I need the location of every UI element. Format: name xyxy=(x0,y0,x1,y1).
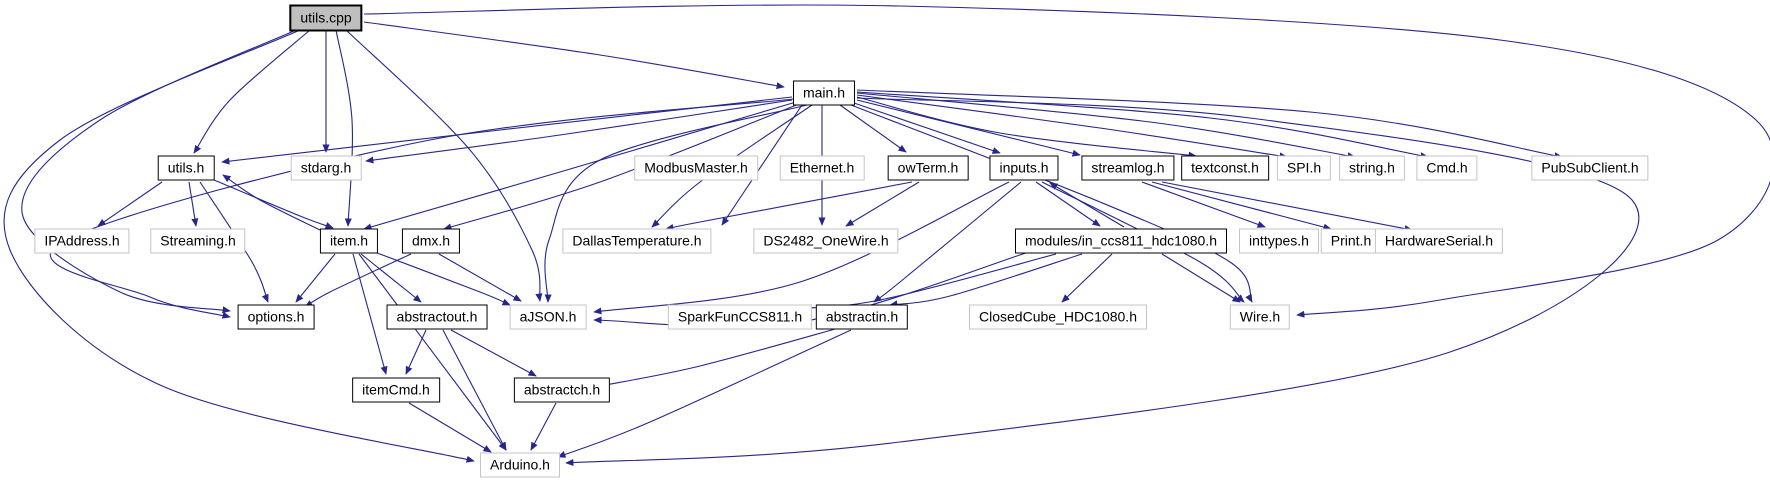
edge-item-h-to-itemCmd-h xyxy=(352,253,388,375)
edge-item-h-to-utils-h xyxy=(222,174,323,232)
node-ipaddress-h[interactable]: IPAddress.h xyxy=(34,228,130,254)
node-main-h[interactable]: main.h xyxy=(792,80,856,106)
edge-owTerm-h-to-DS2482-OneWire-h xyxy=(845,181,920,227)
edge-utils-h-to-item-h xyxy=(213,179,334,229)
edge-modules-in-ccs811-hdc1080-h-to-abstractin-h xyxy=(889,253,1083,308)
edge-modules-in-ccs811-hdc1080-h-to-ClosedCube-HDC1080-h xyxy=(1061,253,1113,303)
node-item-h[interactable]: item.h xyxy=(319,228,379,254)
node-wire-h[interactable]: Wire.h xyxy=(1229,304,1291,330)
edge-item-h-to-options-h xyxy=(295,253,336,303)
edge-abstractout-h-to-Arduino-h xyxy=(442,329,507,451)
edge-abstractout-h-to-itemCmd-h xyxy=(405,329,427,375)
node-dmx-h[interactable]: dmx.h xyxy=(401,228,461,254)
node-itemcmd-h[interactable]: itemCmd.h xyxy=(352,377,440,403)
edge-utils-cpp-to-item-h xyxy=(335,29,353,227)
edge-main-h-to-dmx-h xyxy=(443,103,800,231)
edge-main-h-to-PubSubClient-h xyxy=(856,89,1563,160)
edge-abstractin-h-to-Arduino-h xyxy=(557,329,852,458)
node-spi-h[interactable]: SPI.h xyxy=(1276,155,1332,181)
edge-utils-cpp-to-main-h xyxy=(363,21,785,90)
edge-main-h-to-item-h xyxy=(363,101,797,231)
node-cmd-h[interactable]: Cmd.h xyxy=(1416,155,1478,181)
edge-utils-h-to-Streaming-h xyxy=(188,181,199,227)
edge-utils-cpp-to-utils-h xyxy=(193,29,311,154)
edge-modules-in-ccs811-hdc1080-h-to-inputs-h xyxy=(1049,182,1125,228)
edge-main-h-to-stdarg-h xyxy=(365,99,793,164)
edge-streamlog-h-to-Print-h xyxy=(1151,181,1332,231)
node-inttypes-h[interactable]: inttypes.h xyxy=(1239,228,1319,254)
edge-inputs-h-to-abstractin-h xyxy=(873,181,1022,303)
node-dallastemperature-h[interactable]: DallasTemperature.h xyxy=(562,228,712,254)
edge-main-h-to-options-h xyxy=(50,98,795,319)
edge-streamlog-h-to-inttypes-h xyxy=(1141,181,1266,228)
node-abstractout-h[interactable]: abstractout.h xyxy=(386,304,488,330)
node-arduino-h[interactable]: Arduino.h xyxy=(480,452,560,478)
edge-utils-cpp-to-Arduino-h xyxy=(3,29,475,463)
edge-abstractout-h-to-abstractch-h xyxy=(450,329,537,377)
edge-dmx-h-to-options-h xyxy=(304,253,412,308)
edge-modules-in-ccs811-hdc1080-h-to-SparkFunCCS811-h xyxy=(783,253,1057,312)
edge-itemCmd-h-to-Arduino-h xyxy=(408,402,492,453)
node-ajson-h[interactable]: aJSON.h xyxy=(509,304,587,330)
node-utils-cpp: utils.cpp xyxy=(289,4,363,32)
node-inputs-h[interactable]: inputs.h xyxy=(989,155,1059,181)
edge-main-h-to-Cmd-h xyxy=(856,91,1429,160)
edge-utils-cpp-to-Wire-h xyxy=(363,4,1770,318)
edge-main-h-to-streamlog-h xyxy=(856,99,1081,157)
edge-abstractin-h-to-abstractch-h xyxy=(599,325,847,388)
edge-item-h-to-abstractout-h xyxy=(360,253,422,303)
node-print-h[interactable]: Print.h xyxy=(1320,228,1382,254)
edge-inputs-h-to-modules-in-ccs811-hdc1080-h xyxy=(1035,181,1101,227)
edge-main-h-to-inputs-h xyxy=(853,102,1001,154)
edge-inputs-h-to-aJSON-h xyxy=(593,181,1010,315)
edge-main-h-to-Arduino-h xyxy=(565,97,1640,467)
node-ethernet-h[interactable]: Ethernet.h xyxy=(779,155,865,181)
node-sparkfunccs811-h[interactable]: SparkFunCCS811.h xyxy=(667,304,813,330)
edge-item-h-to-aJSON-h xyxy=(371,250,511,306)
node-stdarg-h[interactable]: stdarg.h xyxy=(290,155,362,181)
node-pubsubclient-h[interactable]: PubSubClient.h xyxy=(1531,155,1649,181)
edge-main-h-to-owTerm-h xyxy=(839,104,907,153)
node-abstractch-h[interactable]: abstractch.h xyxy=(513,377,611,403)
edge-main-h-to-ModbusMaster-h xyxy=(721,104,803,226)
edge-streamlog-h-to-HardwareSerial-h xyxy=(1161,181,1413,233)
edge-main-h-to-Wire-h xyxy=(850,104,1253,303)
node-hardwareserial-h[interactable]: HardwareSerial.h xyxy=(1374,228,1504,254)
node-ds2482-onewire-h[interactable]: DS2482_OneWire.h xyxy=(753,228,899,254)
node-string-h[interactable]: string.h xyxy=(1339,155,1405,181)
node-modbusmaster-h[interactable]: ModbusMaster.h xyxy=(634,155,758,181)
edge-dmx-h-to-aJSON-h xyxy=(438,253,522,302)
edge-main-h-to-string-h xyxy=(856,92,1356,160)
edge-main-h-to-aJSON-h xyxy=(544,104,808,303)
edge-owTerm-h-to-DallasTemperature-h xyxy=(665,181,913,231)
node-streaming-h[interactable]: Streaming.h xyxy=(150,228,246,254)
edge-main-h-to-SPI-h xyxy=(856,94,1288,160)
edge-abstractch-h-to-Arduino-h xyxy=(530,402,557,451)
edge-utils-h-to-IPAddress-h xyxy=(97,181,163,227)
node-abstractin-h[interactable]: abstractin.h xyxy=(815,304,909,330)
edge-main-h-to-textconst-h xyxy=(856,96,1197,159)
node-owterm-h[interactable]: owTerm.h xyxy=(887,155,969,181)
edge-modules-in-ccs811-hdc1080-h-to-Wire-h xyxy=(1161,253,1241,303)
edge-utils-cpp-to-aJSON-h xyxy=(345,29,543,302)
node-closedcube-hdc1080-h[interactable]: ClosedCube_HDC1080.h xyxy=(969,304,1147,330)
node-options-h[interactable]: options.h xyxy=(237,304,315,330)
node-modules-in-ccs811-hdc1080-h[interactable]: modules/in_ccs811_hdc1080.h xyxy=(1015,228,1227,254)
node-streamlog-h[interactable]: streamlog.h xyxy=(1081,155,1175,181)
edge-modules-in-ccs811-hdc1080-h-to-aJSON-h xyxy=(593,250,1033,328)
node-textconst-h[interactable]: textconst.h xyxy=(1181,155,1269,181)
node-utils-h[interactable]: utils.h xyxy=(157,155,215,181)
edge-item-h-to-Arduino-h xyxy=(358,253,507,451)
edge-utils-h-to-options-h xyxy=(199,181,269,303)
edge-main-h-to-utils-h xyxy=(221,96,793,165)
